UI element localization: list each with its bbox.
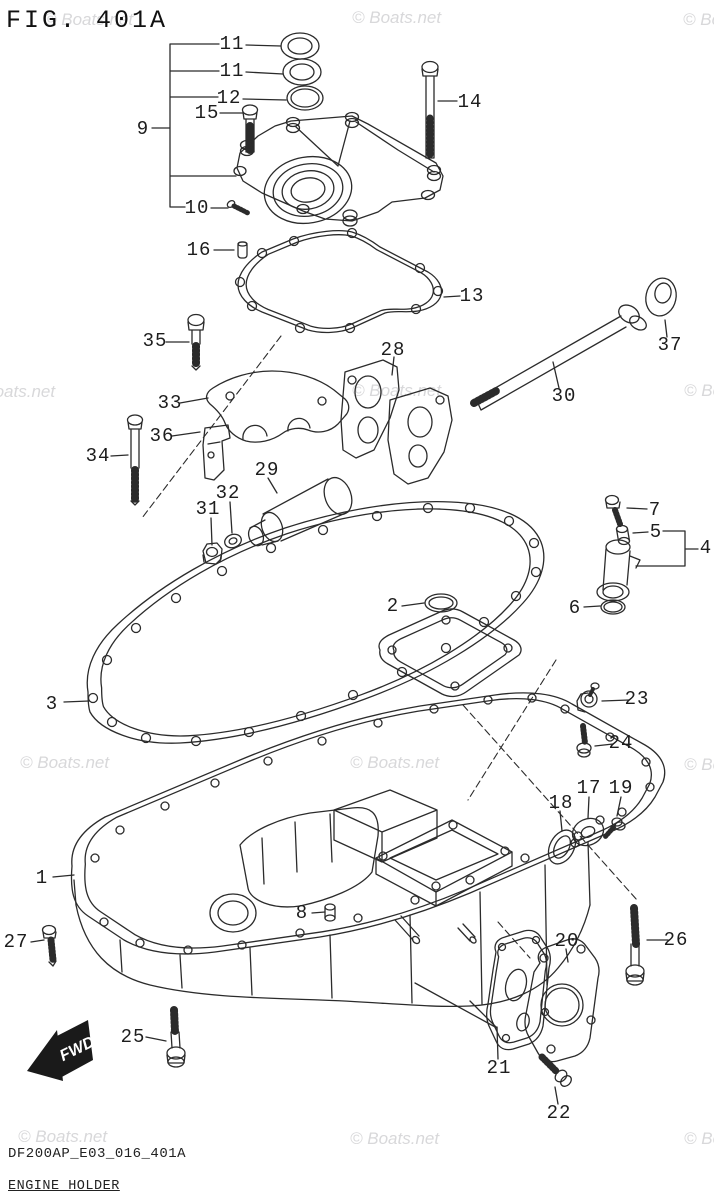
part-33-mount-upper: [207, 371, 349, 442]
callout-34: 34: [85, 445, 111, 467]
callout-1: 1: [35, 867, 49, 889]
part-13-gasket: [236, 229, 443, 333]
callout-17: 17: [576, 777, 602, 799]
callout-32: 32: [215, 482, 241, 504]
figure-name: ENGINE HOLDER: [8, 1179, 120, 1194]
part-26-bolt: [626, 908, 644, 985]
part-6-oring: [601, 600, 625, 614]
watermark: © Boats.net: [18, 1127, 108, 1146]
watermark: © Boats.net: [352, 8, 442, 27]
callout-11b: 11: [219, 60, 245, 82]
part-11-seal-rings: [281, 33, 321, 85]
figure-title: FIG. 401A: [6, 6, 169, 35]
part-12-seal-ring: [287, 86, 323, 110]
callout-8: 8: [295, 902, 309, 924]
part-21-gasket: [415, 930, 550, 1049]
callout-31: 31: [195, 498, 221, 520]
part-30-bolt: [474, 301, 649, 410]
callout-25: 25: [120, 1026, 146, 1048]
callout-10: 10: [184, 197, 210, 219]
drawing-code: DF200AP_E03_016_401A: [8, 1146, 187, 1162]
callout-18: 18: [548, 792, 574, 814]
part-31-nut: [203, 543, 222, 564]
callout-4: 4: [699, 537, 713, 559]
part-37-grommet: [642, 275, 679, 318]
part-22-bolt: [542, 1057, 573, 1088]
callout-22: 22: [546, 1102, 572, 1124]
callout-33: 33: [157, 392, 183, 414]
part-32-washer: [223, 532, 243, 550]
watermark: © Boats.net: [684, 1129, 714, 1148]
callout-19: 19: [608, 777, 634, 799]
part-1-engine-holder: [71, 693, 664, 1007]
part-23-anode: [577, 683, 599, 712]
callout-3: 3: [45, 693, 59, 715]
part-35-bolt: [188, 315, 204, 371]
part-7-bolt: [606, 496, 621, 525]
leader-lines: [31, 44, 698, 1104]
watermark: © Boats.net: [684, 755, 714, 774]
part-8-pin: [325, 904, 335, 921]
part-34-bolt: [128, 415, 143, 505]
callout-2: 2: [386, 595, 400, 617]
callout-11a: 11: [219, 33, 245, 55]
part-19-bolt: [605, 818, 625, 837]
part-3-gasket: [87, 502, 544, 746]
part-20-cover: [525, 939, 599, 1062]
callout-15: 15: [194, 102, 220, 124]
part-25-bolt: [167, 1010, 185, 1067]
part-14-bolt: [422, 62, 438, 159]
callout-20: 20: [554, 930, 580, 952]
watermark: © Boats.net: [350, 753, 440, 772]
callout-28: 28: [380, 339, 406, 361]
callout-37: 37: [657, 334, 683, 356]
watermark: © Boats.net: [20, 753, 110, 772]
callout-27: 27: [3, 931, 29, 953]
part-24-bolt: [577, 726, 591, 757]
part-17-cover: [568, 813, 608, 850]
watermark: © Boats.net: [0, 382, 56, 401]
callout-13: 13: [459, 285, 485, 307]
callout-5: 5: [649, 521, 663, 543]
watermark: © Boats.net: [350, 1129, 440, 1148]
part-15-bolt: [243, 105, 258, 152]
callout-7: 7: [648, 499, 662, 521]
callout-12: 12: [216, 87, 242, 109]
callout-24: 24: [608, 732, 634, 754]
part-27-bolt: [43, 926, 57, 967]
callout-36: 36: [149, 425, 175, 447]
fwd-arrow: FWD: [27, 1020, 98, 1081]
callout-30: 30: [551, 385, 577, 407]
callout-26: 26: [663, 929, 689, 951]
callout-23: 23: [624, 688, 650, 710]
part-28-mount-lower: [341, 360, 452, 484]
callout-35: 35: [142, 330, 168, 352]
watermark: © Boats.net: [683, 10, 714, 29]
callout-14: 14: [457, 91, 483, 113]
part-4-tube: [597, 540, 640, 601]
watermark: © Boats.net: [684, 381, 714, 400]
part-9-cover: [234, 113, 443, 231]
part-18-gasket: [543, 825, 581, 868]
callout-6: 6: [568, 597, 582, 619]
callout-21: 21: [486, 1057, 512, 1079]
part-36-bracket: [203, 425, 230, 480]
part-5-spacer: [617, 526, 630, 545]
part-16-pin: [238, 242, 247, 258]
watermark: © Boats.net: [44, 10, 134, 29]
part-10-screw: [226, 199, 248, 213]
part-29-bushing: [246, 474, 357, 548]
callout-29: 29: [254, 459, 280, 481]
watermark: © Boats.net: [352, 381, 442, 400]
callout-9: 9: [136, 118, 150, 140]
callout-16: 16: [186, 239, 212, 261]
